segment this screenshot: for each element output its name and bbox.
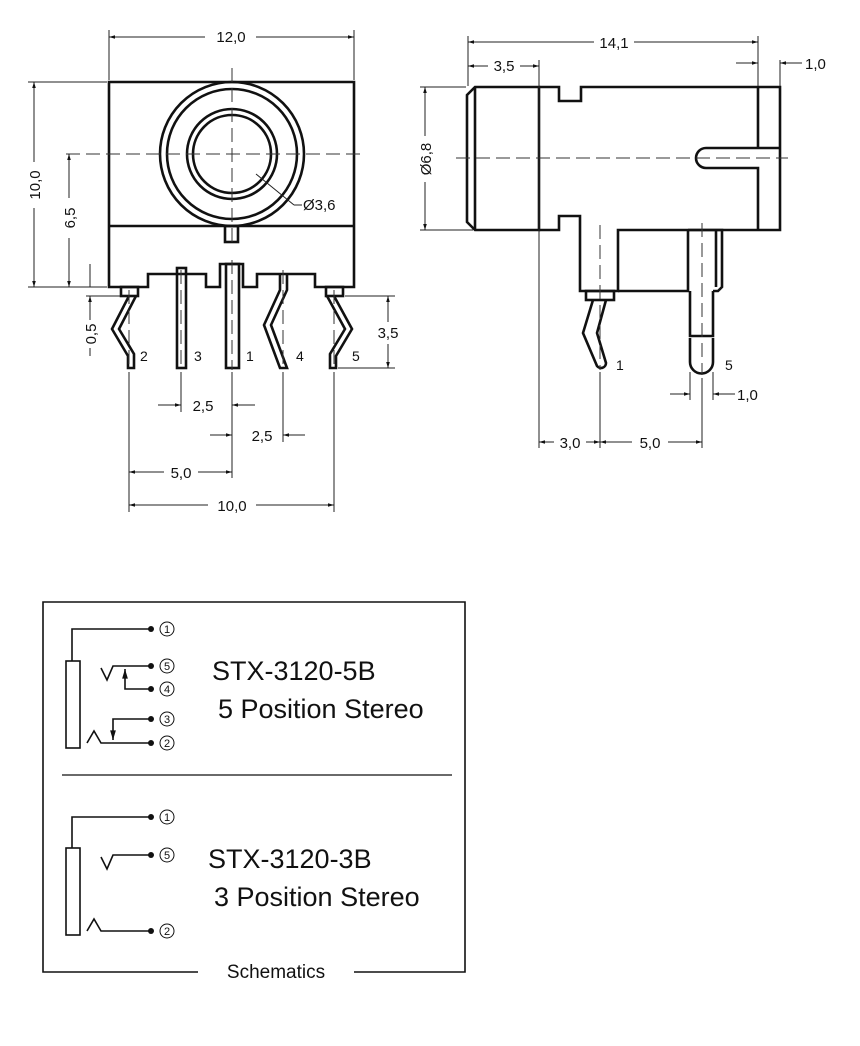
pin-3 (175, 266, 188, 370)
part-number: STX-3120-5B (212, 656, 376, 686)
switch-3-wire (110, 718, 151, 740)
dim-pitch-b: 2,5 (252, 428, 273, 445)
pin-5 (325, 295, 354, 370)
side-pin-housing (618, 228, 724, 293)
side-extension-lines (420, 36, 781, 448)
plug-sleeve (65, 847, 81, 936)
schematic-3b: 1 5 2 STX-3120-3B 3 Position Stereo (65, 809, 420, 939)
terminal-5: 5 (148, 658, 175, 674)
side-slot (694, 87, 780, 230)
front-extension-lines (28, 30, 395, 512)
ring-contact-wire (100, 854, 151, 871)
terminal-4: 4 (148, 681, 175, 697)
dim-height: 10,0 (27, 170, 44, 199)
part-description: 3 Position Stereo (214, 882, 420, 912)
dim-length: 14,1 (599, 35, 628, 52)
pin-4 (262, 274, 289, 370)
dim-nose: 3,5 (494, 58, 515, 75)
schematic-5b: 1 5 4 3 2 STX-3120-5B 5 Position Stereo (65, 621, 424, 751)
front-pins (110, 260, 354, 370)
leader-line (255, 173, 295, 206)
dim-width: 12,0 (216, 29, 245, 46)
dim-standoff: 0,5 (83, 324, 100, 345)
front-view: 2 3 1 4 5 12,0 10,0 6,5 0,5 3,5 (27, 29, 398, 515)
terminal-1: 1 (148, 621, 175, 637)
svg-text:3: 3 (164, 714, 170, 726)
side-pin-1 (581, 299, 608, 370)
side-pin-label-5: 5 (725, 357, 733, 373)
pin-label-2: 2 (140, 348, 148, 364)
plug-sleeve (65, 660, 81, 749)
wire-1 (71, 628, 151, 661)
side-view: 1 5 14,1 3,5 1,0 Ø6,8 1,0 3,0 5,0 (418, 35, 826, 452)
dim-pin-width: 1,0 (737, 387, 758, 404)
tip-contact-wire (86, 729, 151, 744)
dim-center-height: 6,5 (62, 208, 79, 229)
terminal-3: 3 (148, 711, 175, 727)
pin-label-4: 4 (296, 348, 304, 364)
svg-text:4: 4 (164, 684, 170, 696)
tip-contact-wire (86, 917, 151, 932)
terminal-2: 2 (148, 923, 175, 939)
dim-pitch-a: 2,5 (193, 398, 214, 415)
schematics-panel: Schematics 1 5 4 3 2 STX-3120-5B 5 Posit… (42, 601, 466, 983)
terminal-1: 1 (148, 809, 175, 825)
dim-side-diameter: Ø6,8 (418, 143, 435, 176)
dim-offset-a: 3,0 (560, 435, 581, 452)
dim-pin-length: 3,5 (378, 325, 399, 342)
pin-2 (110, 295, 138, 370)
dim-diameter: Ø3,6 (303, 197, 336, 214)
svg-text:5: 5 (164, 850, 170, 862)
schematics-frame (42, 601, 466, 973)
side-body-outline (539, 85, 782, 293)
ring-contact-wire (100, 665, 151, 682)
svg-text:2: 2 (164, 926, 170, 938)
dim-span-full: 10,0 (217, 498, 246, 515)
side-pin-label-1: 1 (616, 357, 624, 373)
dim-rear: 1,0 (805, 56, 826, 73)
svg-text:5: 5 (164, 661, 170, 673)
pin-label-5: 5 (352, 348, 360, 364)
schematics-caption: Schematics (227, 962, 325, 983)
terminal-2: 2 (148, 735, 175, 751)
dim-offset-b: 5,0 (640, 435, 661, 452)
part-number: STX-3120-3B (208, 844, 372, 874)
dim-span-half: 5,0 (171, 465, 192, 482)
switch-4-wire (122, 669, 151, 690)
svg-text:1: 1 (164, 624, 170, 636)
pin-label-3: 3 (194, 348, 202, 364)
terminal-5: 5 (148, 847, 175, 863)
part-description: 5 Position Stereo (218, 694, 424, 724)
wire-1 (71, 816, 151, 848)
svg-text:2: 2 (164, 738, 170, 750)
pin-label-1: 1 (246, 348, 254, 364)
svg-text:1: 1 (164, 812, 170, 824)
